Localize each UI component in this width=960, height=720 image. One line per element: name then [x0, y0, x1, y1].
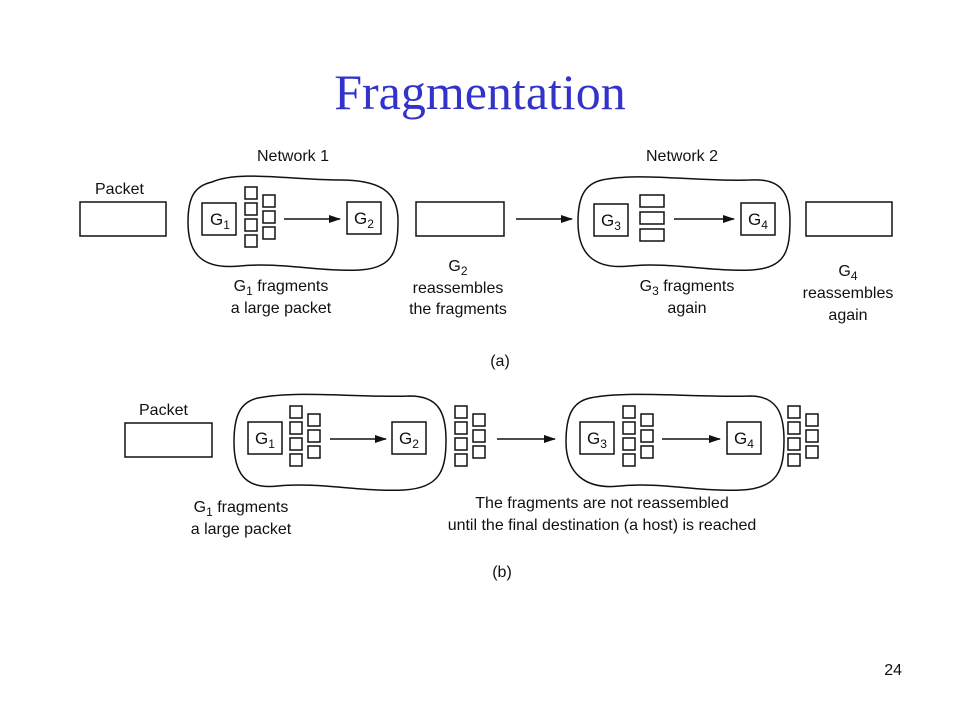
fragment	[307, 445, 321, 459]
fragment	[289, 405, 303, 419]
network1-label: Network 1	[257, 148, 329, 165]
desc-final-line2: until the final destination (a host) is …	[448, 517, 757, 534]
gateway-g3	[593, 203, 629, 237]
gateway-g3-label: G3	[601, 211, 621, 233]
fragments-network2	[639, 194, 665, 242]
gateway-g4	[726, 421, 762, 455]
fragment	[472, 413, 486, 427]
network2-cloud	[577, 176, 791, 272]
fragment	[454, 453, 468, 467]
desc-g3-line1: G3 fragments	[640, 278, 735, 298]
fragment	[244, 202, 258, 216]
packet-label: Packet	[139, 402, 188, 419]
gateway-g3	[579, 421, 615, 455]
gateway-g2-label: G2	[399, 429, 419, 451]
gateway-g1	[247, 421, 283, 455]
fragment	[262, 194, 276, 208]
fragment	[639, 194, 665, 208]
gateway-g2-label: G2	[354, 209, 374, 231]
fragments-network2	[622, 405, 654, 467]
fragment	[622, 453, 636, 467]
final-packet-box	[805, 201, 893, 237]
network1-cloud	[187, 175, 399, 272]
fragment	[307, 429, 321, 443]
fragments-network1	[289, 405, 321, 467]
fragment	[244, 218, 258, 232]
desc-g1-line2: a large packet	[191, 521, 292, 538]
fragment	[787, 421, 801, 435]
desc-g3-line2: again	[667, 300, 706, 317]
fragment	[639, 211, 665, 225]
fragment	[622, 437, 636, 451]
page-number: 24	[884, 662, 902, 679]
fragments-network1	[244, 186, 276, 248]
fragment	[289, 453, 303, 467]
caption-b: (b)	[492, 564, 512, 581]
diagram-a: Network 1 Network 2 Packet G1 G2 G3	[79, 148, 894, 370]
caption-a: (a)	[490, 353, 510, 370]
fragment	[640, 445, 654, 459]
fragment	[454, 405, 468, 419]
fragments-at-destination	[787, 405, 819, 467]
desc-g1-line2: a large packet	[231, 300, 332, 317]
gateway-g1-label: G1	[255, 429, 275, 451]
fragment	[640, 413, 654, 427]
desc-g4-line3: again	[828, 307, 867, 324]
fragment	[244, 234, 258, 248]
fragment	[622, 421, 636, 435]
fragment	[262, 210, 276, 224]
network1-cloud	[233, 393, 447, 492]
packet-box	[79, 201, 167, 237]
fragment	[262, 226, 276, 240]
fragment	[805, 445, 819, 459]
fragment	[640, 429, 654, 443]
gateway-g1	[201, 202, 237, 236]
network2-label: Network 2	[646, 148, 718, 165]
gateway-g2	[391, 421, 427, 455]
fragment	[454, 421, 468, 435]
fragment	[787, 437, 801, 451]
fragment	[622, 405, 636, 419]
fragment	[787, 405, 801, 419]
desc-g4-line2: reassembles	[803, 285, 894, 302]
fragment	[472, 429, 486, 443]
fragment	[289, 437, 303, 451]
packet-box	[124, 422, 213, 458]
desc-g4-line1: G4	[838, 263, 857, 283]
desc-g2-line3: the fragments	[409, 301, 507, 318]
gateway-g4-label: G4	[748, 210, 768, 232]
gateway-g2	[346, 201, 382, 235]
gateway-g1-label: G1	[210, 210, 230, 232]
gateway-g4-label: G4	[734, 429, 754, 451]
fragment	[307, 413, 321, 427]
fragment	[289, 421, 303, 435]
gateway-g4	[740, 202, 776, 236]
desc-final-line1: The fragments are not reassembled	[475, 495, 728, 512]
diagram-b: Packet G1 G2	[124, 393, 819, 581]
desc-g1-line1: G1 fragments	[234, 278, 329, 298]
desc-g2-line2: reassembles	[413, 280, 504, 297]
fragment	[244, 186, 258, 200]
gateway-g3-label: G3	[587, 429, 607, 451]
fragment	[787, 453, 801, 467]
fragment	[454, 437, 468, 451]
packet-label: Packet	[95, 181, 144, 198]
fragment	[805, 429, 819, 443]
desc-g2-line1: G2	[448, 258, 467, 278]
fragment	[805, 413, 819, 427]
fragment	[472, 445, 486, 459]
desc-g1-line1: G1 fragments	[194, 499, 289, 519]
fragment	[639, 228, 665, 242]
network2-cloud	[565, 393, 785, 492]
fragments-in-transit	[454, 405, 486, 467]
slide-title: Fragmentation	[334, 64, 626, 120]
reassembled-packet-box	[415, 201, 505, 237]
